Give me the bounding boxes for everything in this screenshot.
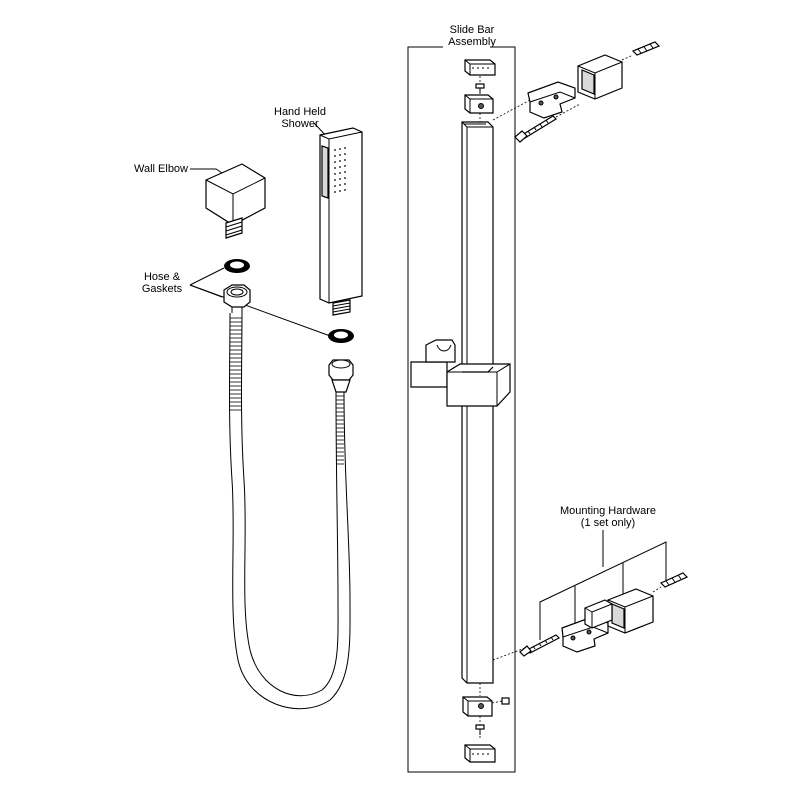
spray-face [334,147,346,193]
top-end-cap [464,59,496,76]
hose-label-line2: Gaskets [142,283,183,295]
bottom-screw [475,724,485,735]
mounting-hardware-label-line1: Mounting Hardware [560,505,656,517]
hose-label-line1: Hose & [144,271,181,283]
top-bracket-clip [464,94,494,114]
assembly-frame [407,46,516,773]
hand-held-shower: Hand Held Shower [274,106,363,316]
hose [229,312,351,710]
bottom-mounting-hardware: Mounting Hardware (1 set only) [492,505,689,661]
bottom-set-screw [491,697,510,705]
slide-bar-assembly: Slide Bar Assembly [407,24,516,773]
hand-held-label-line1: Hand Held [274,106,326,118]
slide-bar-label-line1: Slide Bar [450,24,495,36]
mounting-hardware-bracket [539,541,667,640]
slide-bar-label-line2: Assembly [448,36,496,48]
wall-elbow: Wall Elbow [134,163,266,239]
wall-elbow-label: Wall Elbow [134,163,188,175]
bottom-bracket-clip [462,696,493,717]
mounting-hardware-label-line2: (1 set only) [581,517,635,529]
hose-nut-shower [328,359,354,393]
hose-ribbing [229,317,344,465]
top-mounting-hardware [492,41,661,143]
hose-nut-elbow [223,284,251,313]
gasket-shower [328,329,354,343]
top-set-screw [475,83,485,93]
hose-and-gaskets: Hose & Gaskets [142,259,354,710]
hand-held-label-line2: Shower [281,118,319,130]
gasket-top [224,259,250,273]
bottom-end-cap [464,744,496,763]
slider-holder [410,339,511,407]
